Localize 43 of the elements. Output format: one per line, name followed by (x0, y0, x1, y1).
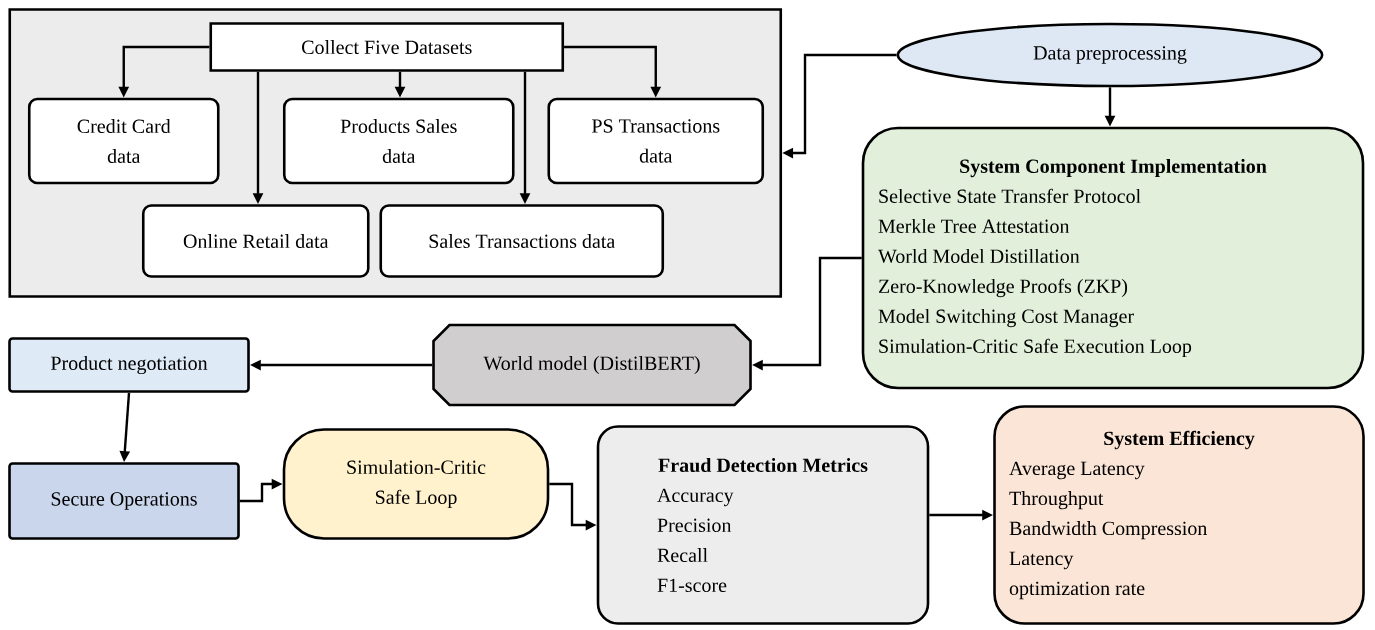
process-ellipse (896, 22, 1324, 88)
node-text: Products Sales data (340, 118, 457, 164)
list-item: Recall (657, 547, 708, 563)
list-item: Selective State Transfer Protocol (879, 188, 1141, 203)
list-item: Average Latency (1009, 461, 1145, 480)
process-box (209, 22, 565, 72)
list-item: Model Switching Cost Manager (878, 308, 1134, 328)
list-item: Merkle Tree Attestation (878, 218, 1070, 233)
heading: System Efficiency (1104, 430, 1255, 450)
component-box (861, 126, 1365, 390)
data-box (282, 97, 515, 185)
node-text: Simulation-Critic Safe Loop (347, 459, 486, 509)
list-item: F1-score (657, 578, 727, 593)
list-item: optimization rate (1009, 581, 1145, 600)
node-text: Collect Five Datasets (302, 39, 472, 55)
list-item: Simulation-Critic Safe Execution Loop (879, 338, 1192, 358)
metrics-box (993, 405, 1365, 625)
list-item: Latency (1009, 551, 1074, 570)
list-item: Throughput (1009, 491, 1104, 510)
node-text: Product negotiation (51, 355, 208, 375)
node-text: Data preprocessing (1033, 46, 1187, 64)
heading: System Component Implementation (960, 158, 1267, 178)
node-text: Secure Operations (51, 492, 197, 510)
node-text: PS Transactions data (591, 119, 720, 163)
node-text: World model (DistilBERT) (483, 355, 700, 375)
process-box (282, 428, 550, 540)
heading: Fraud Detection Metrics (658, 457, 868, 473)
list-item: Precision (657, 518, 732, 533)
data-box (547, 97, 765, 185)
list-item: Bandwidth Compression (1009, 521, 1208, 540)
data-box (27, 97, 220, 185)
node-text: Sales Transactions data (429, 233, 615, 249)
model-box (432, 323, 752, 407)
node-text: Credit Card data (77, 118, 171, 164)
process-box (8, 462, 240, 540)
data-box (379, 204, 665, 278)
list-item: Zero-Knowledge Proofs (ZKP) (878, 278, 1128, 298)
node-text: Online Retail data (183, 233, 329, 249)
metrics-box (596, 425, 930, 625)
process-box (8, 337, 250, 393)
data-box (141, 204, 370, 278)
list-item: World Model Distillation (878, 248, 1080, 264)
list-item: Accuracy (657, 488, 734, 507)
